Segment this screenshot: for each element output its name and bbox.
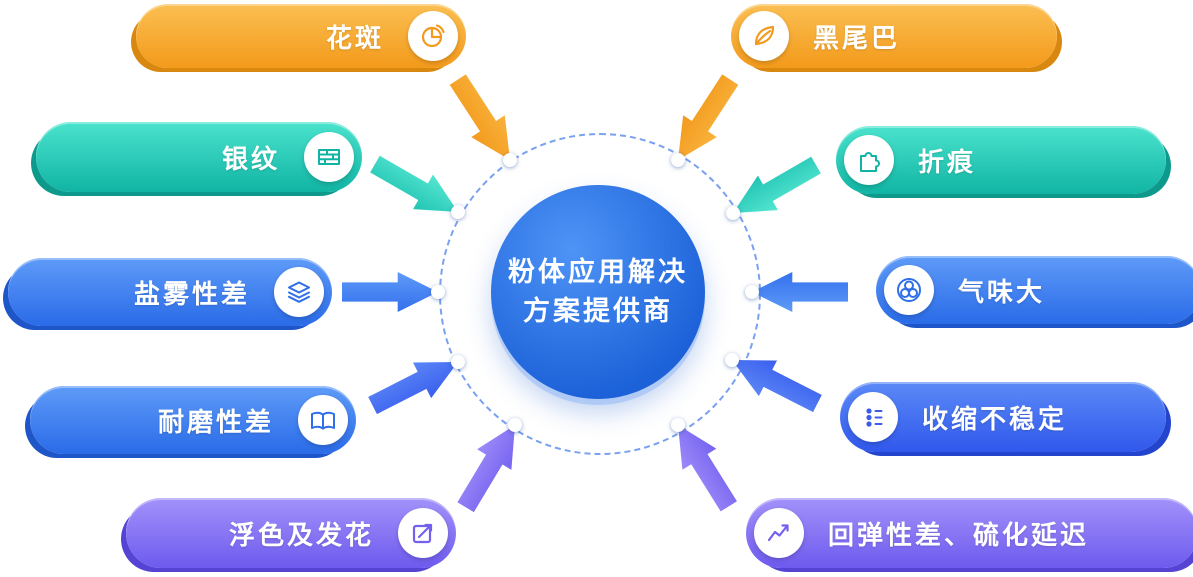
pill-yanwuxingcha: 盐雾性差 xyxy=(8,258,332,326)
dots-list-icon xyxy=(848,392,898,442)
pill-shousuobuwending: 收缩不稳定 xyxy=(840,382,1166,452)
connector-dot xyxy=(503,153,517,167)
pill-yinwen: 银纹 xyxy=(36,122,362,192)
pill-label: 回弹性差、硫化延迟 xyxy=(828,519,1090,550)
pill-label: 耐磨性差 xyxy=(157,406,274,437)
pill-label: 花斑 xyxy=(325,22,384,53)
pill-label: 收缩不稳定 xyxy=(922,403,1068,434)
connector-dot xyxy=(671,153,685,167)
pill-label: 气味大 xyxy=(958,276,1046,307)
connector-dot xyxy=(745,285,759,299)
leaf-icon xyxy=(739,11,789,61)
connector-dot xyxy=(508,418,522,432)
pill-label: 浮色及发花 xyxy=(228,519,374,550)
line-chart-icon xyxy=(754,508,804,558)
pill-qiweida: 气味大 xyxy=(876,256,1193,324)
trend-arrow-icon xyxy=(398,508,448,558)
pill-huaban: 花斑 xyxy=(136,4,466,68)
pill-label: 折痕 xyxy=(918,146,977,177)
pill-naimoxingcha: 耐磨性差 xyxy=(30,386,356,454)
pill-label: 盐雾性差 xyxy=(133,278,250,309)
connector-dot xyxy=(451,355,465,369)
connector-dot xyxy=(725,353,739,367)
layers-icon xyxy=(274,267,324,317)
pill-heiweiba: 黑尾巴 xyxy=(731,4,1057,68)
bricks-icon xyxy=(304,132,354,182)
puzzle-icon xyxy=(844,135,894,185)
connector-arrow xyxy=(342,272,438,312)
pill-fusejifahua: 浮色及发花 xyxy=(126,498,456,568)
connector-dot xyxy=(451,205,465,219)
connector-dot xyxy=(431,285,445,299)
pill-label: 银纹 xyxy=(221,143,280,174)
pill-label: 黑尾巴 xyxy=(813,22,901,53)
connector-dot xyxy=(726,206,740,220)
center-circle: 粉体应用解决 方案提供商 xyxy=(491,185,705,399)
map-icon xyxy=(298,395,348,445)
pill-zhehen: 折痕 xyxy=(836,126,1166,194)
center-title-line2: 方案提供商 xyxy=(523,296,673,326)
pie-chart-icon xyxy=(408,11,458,61)
connector-dot xyxy=(671,418,685,432)
center-title-line1: 粉体应用解决 xyxy=(508,256,688,287)
pill-huitanxingcha: 回弹性差、硫化延迟 xyxy=(746,498,1193,568)
connector-arrow xyxy=(752,272,848,312)
bubbles-icon xyxy=(884,265,934,315)
